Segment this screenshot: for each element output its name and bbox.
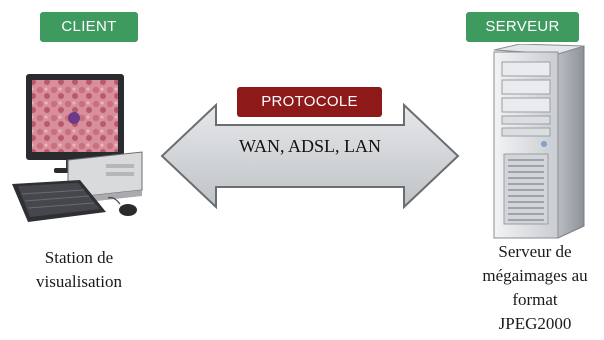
client-caption-line1: Station de bbox=[44, 248, 114, 267]
server-badge: SERVEUR bbox=[466, 12, 579, 42]
server-caption-line2: mégaimages au bbox=[482, 266, 588, 285]
server-caption: Serveur de mégaimages au format JPEG2000 bbox=[470, 240, 600, 336]
server-tower-icon bbox=[493, 44, 585, 239]
server-caption-line4: JPEG2000 bbox=[498, 314, 572, 333]
double-arrow-icon bbox=[160, 103, 460, 209]
client-caption: Station de visualisation bbox=[20, 246, 138, 294]
server-caption-line1: Serveur de bbox=[498, 242, 572, 261]
server-caption-line3: format bbox=[512, 290, 558, 309]
protocol-badge: PROTOCOLE bbox=[237, 87, 382, 117]
client-caption-line2: visualisation bbox=[36, 272, 122, 291]
desktop-computer-icon bbox=[12, 74, 143, 222]
protocol-networks-label: WAN, ADSL, LAN bbox=[239, 136, 381, 156]
client-badge: CLIENT bbox=[40, 12, 138, 42]
